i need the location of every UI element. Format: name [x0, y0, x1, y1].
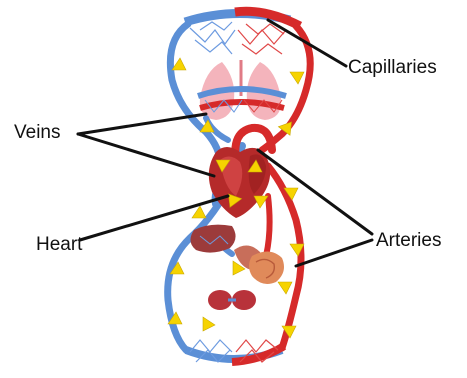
- arteries-leader-line-upper: [258, 150, 372, 234]
- veins-leader-line-upper: [78, 114, 206, 134]
- heart-label: Heart: [36, 234, 83, 255]
- lower-capillary-bed: [186, 340, 284, 362]
- veins-label: Veins: [14, 122, 60, 143]
- veins-leader-line-lower: [78, 134, 214, 176]
- flow-arrow-icon: [172, 58, 186, 70]
- intestines: [249, 251, 284, 284]
- flow-arrow-icon: [278, 282, 292, 294]
- capillaries-label: Capillaries: [348, 57, 437, 78]
- kidneys: [208, 290, 256, 310]
- arteries-label: Arteries: [376, 230, 441, 251]
- arteries-leader-line-lower: [296, 240, 372, 266]
- flow-arrow-icon: [192, 206, 206, 218]
- liver: [190, 225, 235, 253]
- flow-arrow-icon: [290, 72, 304, 84]
- upper-capillary-bed: [185, 11, 300, 54]
- flow-arrow-icon: [203, 317, 215, 331]
